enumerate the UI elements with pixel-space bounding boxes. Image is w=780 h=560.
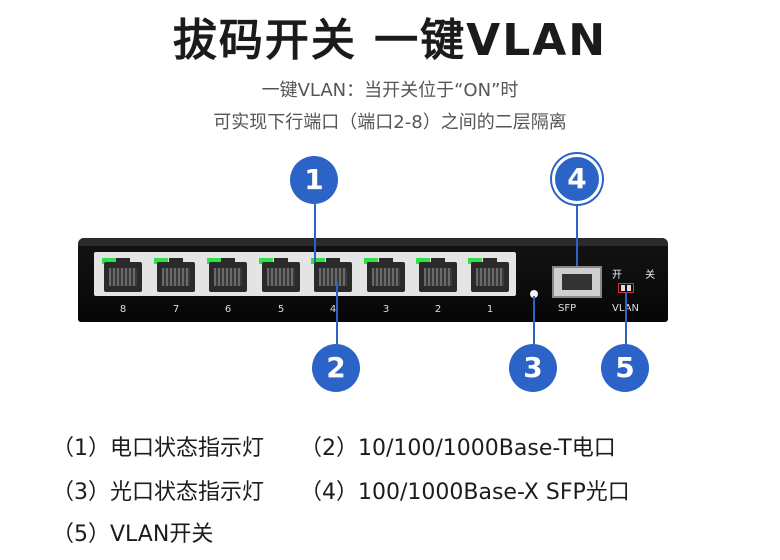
sfp-status-led xyxy=(530,290,538,298)
rj45-port-7 xyxy=(157,258,195,292)
callout-line-5 xyxy=(625,292,627,344)
callout-2: 2 xyxy=(312,344,360,392)
port-number-2: 2 xyxy=(434,304,442,315)
port-led-1 xyxy=(468,258,482,264)
port-led-7 xyxy=(154,258,168,264)
callout-line-4 xyxy=(576,204,578,266)
legend-item-3: （3）光口状态指示灯 xyxy=(52,480,264,505)
legend-item-2: （2）10/100/1000Base-T电口 xyxy=(300,436,616,461)
callout-line-2 xyxy=(336,282,338,344)
rj45-port-5 xyxy=(262,258,300,292)
port-led-2 xyxy=(416,258,430,264)
legend-item-1: （1）电口状态指示灯 xyxy=(52,436,264,461)
port-led-3 xyxy=(364,258,378,264)
subtitle-line-2: 可实现下行端口（端口2-8）之间的二层隔离 xyxy=(213,112,567,133)
port-number-5: 5 xyxy=(277,304,285,315)
callout-line-1 xyxy=(314,204,316,262)
callout-3: 3 xyxy=(509,344,557,392)
legend-item-5: （5）VLAN开关 xyxy=(52,522,214,547)
switch-device-top xyxy=(78,238,668,246)
port-led-5 xyxy=(259,258,273,264)
rj45-port-6 xyxy=(209,258,247,292)
sfp-port xyxy=(552,266,602,298)
sfp-label: SFP xyxy=(558,303,577,314)
legend-item-4: （4）100/1000Base-X SFP光口 xyxy=(300,480,630,505)
callout-5: 5 xyxy=(601,344,649,392)
callout-1: 1 xyxy=(290,156,338,204)
port-number-3: 3 xyxy=(382,304,390,315)
rj45-port-1 xyxy=(471,258,509,292)
callout-line-3 xyxy=(533,296,535,344)
page-title: 拔码开关 一键VLAN xyxy=(172,15,608,66)
port-number-6: 6 xyxy=(224,304,232,315)
rj45-port-4 xyxy=(314,258,352,292)
port-led-6 xyxy=(207,258,221,264)
subtitle-line-1: 一键VLAN：当开关位于“ON”时 xyxy=(261,80,519,101)
port-led-8 xyxy=(102,258,116,264)
port-number-1: 1 xyxy=(486,304,494,315)
rj45-port-3 xyxy=(367,258,405,292)
rj45-port-8 xyxy=(104,258,142,292)
dip-switch-label: 开 关 xyxy=(612,270,666,281)
port-number-8: 8 xyxy=(119,304,127,315)
callout-4: 4 xyxy=(552,154,602,204)
port-number-4: 4 xyxy=(329,304,337,315)
port-led-4 xyxy=(311,258,325,264)
rj45-port-2 xyxy=(419,258,457,292)
port-number-7: 7 xyxy=(172,304,180,315)
